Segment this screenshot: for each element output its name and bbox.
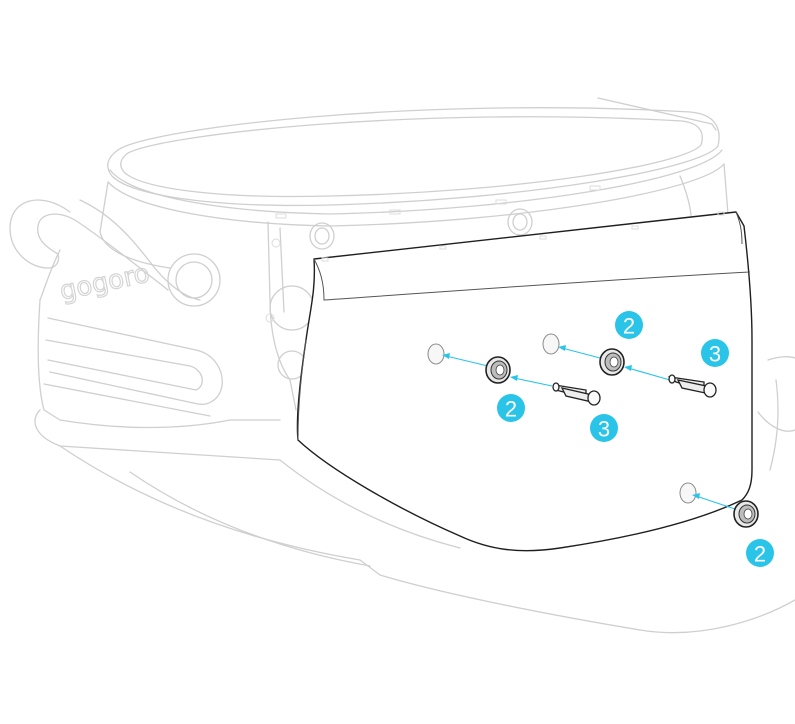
arrowhead (442, 353, 450, 359)
gogoro-logo: gogoro (57, 259, 152, 307)
mounting-hole (679, 482, 697, 504)
arrowhead (624, 365, 632, 371)
pin-part (552, 382, 601, 406)
arrow-line (561, 347, 601, 359)
grommet-part (485, 356, 511, 384)
arrow-line (445, 355, 489, 367)
callout-pin: 3 (701, 339, 729, 367)
mounting-hole (542, 333, 560, 355)
arrow-line (695, 495, 739, 511)
side-panel (296, 211, 753, 552)
assembly-arrows (442, 345, 739, 511)
grommets (485, 348, 759, 528)
callout-label: 2 (754, 542, 766, 567)
mounting-holes (427, 333, 697, 504)
arrowhead (510, 375, 518, 381)
callout-label: 2 (505, 397, 517, 422)
arrow-line (513, 377, 553, 387)
callout-grommet: 2 (615, 311, 643, 339)
pins (552, 374, 717, 406)
callout-grommet: 2 (746, 539, 774, 567)
callout-label: 3 (598, 417, 610, 442)
callout-label: 3 (709, 342, 721, 367)
grommet-part (599, 348, 625, 376)
callout-pin: 3 (590, 414, 618, 442)
callout-grommet: 2 (497, 394, 525, 422)
arrow-line (627, 367, 671, 381)
pin-part (667, 374, 717, 398)
callouts: 2 2 2 3 3 (497, 311, 774, 567)
arrowhead (692, 493, 700, 499)
arrowhead (558, 345, 566, 351)
mounting-hole (427, 343, 445, 365)
callout-label: 2 (623, 314, 635, 339)
grommet-part (733, 500, 759, 528)
